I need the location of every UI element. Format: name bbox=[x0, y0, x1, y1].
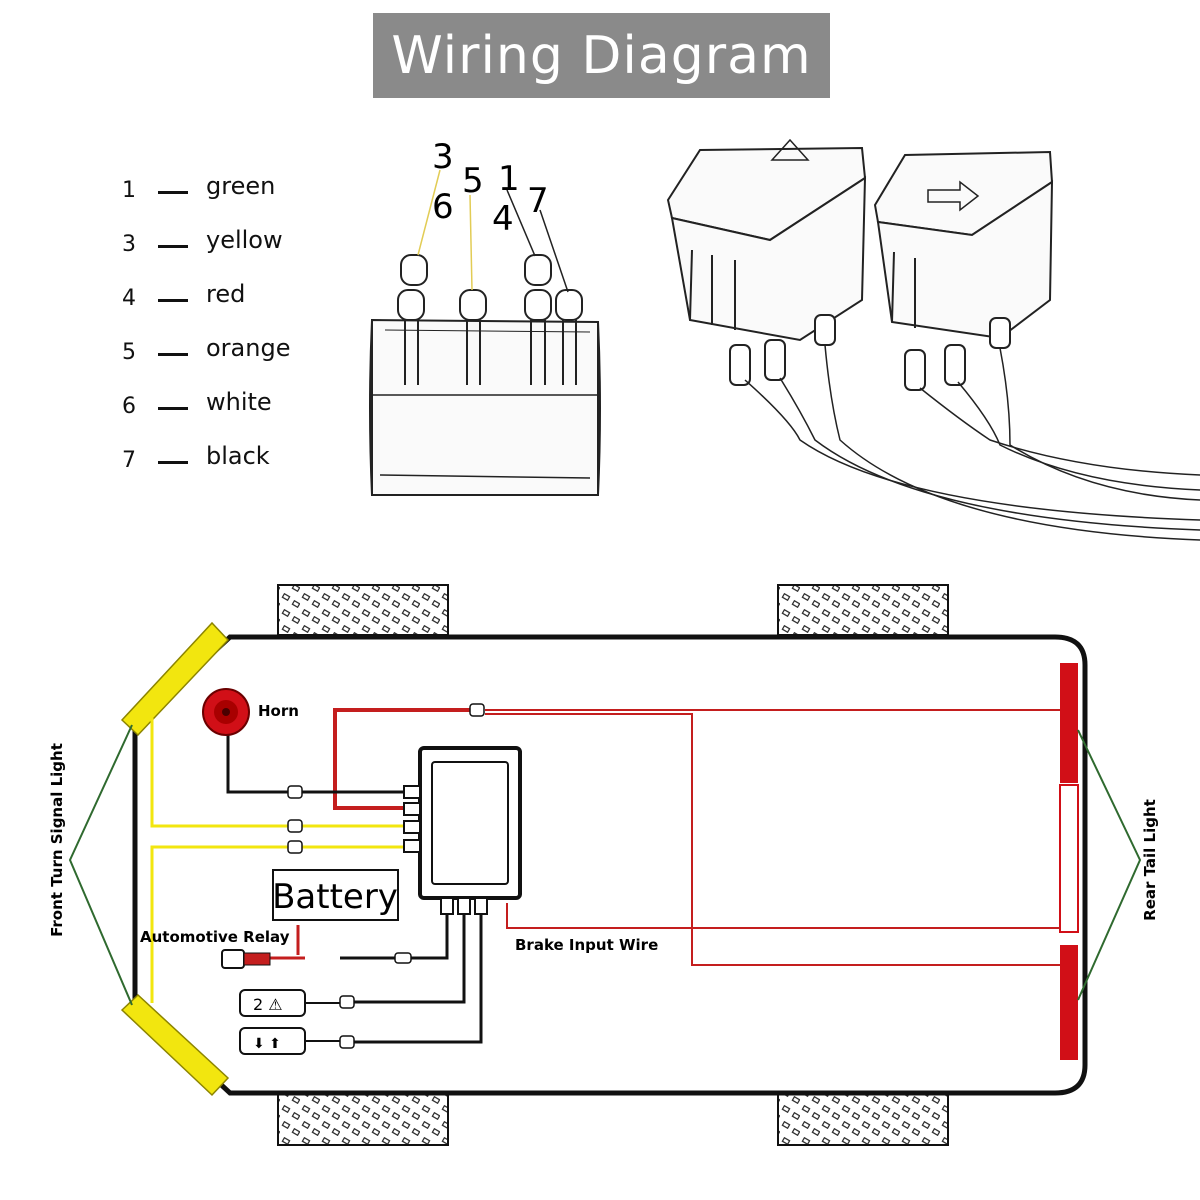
rear-light-label: Rear Tail Light bbox=[1141, 799, 1159, 921]
front-turn-light-bottom bbox=[120, 993, 230, 1097]
horn-label: Horn bbox=[258, 702, 299, 720]
legend-dash bbox=[158, 353, 188, 356]
legend-dash bbox=[158, 245, 188, 248]
legend-color-name: red bbox=[206, 280, 246, 308]
legend-color-name: yellow bbox=[206, 226, 283, 254]
front-turn-light-top bbox=[120, 621, 230, 737]
legend-number: 4 bbox=[122, 286, 136, 311]
legend-row: 3 yellow bbox=[122, 224, 342, 260]
legend-dash bbox=[158, 191, 188, 194]
turn-switch-icon: ⬇ ⬆ bbox=[253, 1036, 281, 1052]
pin-label: 4 bbox=[492, 199, 514, 239]
power-wires bbox=[333, 708, 1060, 966]
pin-label: 3 bbox=[432, 137, 454, 177]
pin-label: 1 bbox=[498, 159, 520, 199]
rear-light-middle bbox=[1059, 784, 1079, 933]
tire-rear-bottom bbox=[777, 1092, 949, 1146]
legend-row: 6 white bbox=[122, 386, 342, 422]
horn-icon bbox=[202, 688, 250, 736]
legend-row: 1 green bbox=[122, 170, 342, 206]
switch-pin-diagram bbox=[369, 169, 601, 496]
legend-row: 4 red bbox=[122, 278, 342, 314]
legend-number: 5 bbox=[122, 340, 136, 365]
tire-rear-top bbox=[777, 584, 949, 636]
relay-label: Automotive Relay bbox=[140, 928, 290, 946]
legend-number: 3 bbox=[122, 232, 136, 257]
relay-icon bbox=[221, 949, 271, 969]
flasher-control-module bbox=[403, 746, 522, 915]
diagram-title: Wiring Diagram bbox=[373, 13, 830, 98]
battery-label: Battery bbox=[272, 877, 398, 917]
legend-color-name: green bbox=[206, 172, 276, 200]
rear-light-top bbox=[1060, 663, 1078, 783]
legend-row: 5 orange bbox=[122, 332, 342, 368]
legend-color-name: orange bbox=[206, 334, 291, 362]
vehicle-body bbox=[132, 634, 1088, 1096]
tire-front-top bbox=[277, 584, 449, 636]
pin-label: 7 bbox=[527, 181, 549, 221]
rear-light-bottom bbox=[1060, 945, 1078, 1060]
hazard-icon bbox=[770, 138, 810, 161]
legend-row: 7 black bbox=[122, 440, 342, 476]
legend-number: 1 bbox=[122, 178, 136, 203]
legend-number: 6 bbox=[122, 394, 136, 419]
legend-color-name: black bbox=[206, 442, 270, 470]
front-light-leader bbox=[68, 724, 133, 1006]
battery-box bbox=[272, 869, 399, 921]
tire-front-bottom bbox=[277, 1092, 449, 1146]
legend-color-name: white bbox=[206, 388, 272, 416]
rocker-switch-illustration bbox=[666, 146, 1200, 541]
turn-signal-wires bbox=[150, 718, 405, 1003]
brake-wire-label: Brake Input Wire bbox=[515, 936, 658, 954]
control-wires bbox=[226, 728, 483, 1044]
front-light-label: Front Turn Signal Light bbox=[48, 743, 66, 937]
rear-light-leader bbox=[1077, 729, 1142, 1001]
legend-number: 7 bbox=[122, 448, 136, 473]
wire-connectors bbox=[287, 703, 485, 1049]
arrow-icon bbox=[927, 180, 980, 212]
legend-dash bbox=[158, 461, 188, 464]
legend-dash bbox=[158, 299, 188, 302]
pin-label: 6 bbox=[432, 187, 454, 227]
pin-label: 5 bbox=[462, 161, 484, 201]
hazard-switch-box bbox=[239, 989, 340, 1017]
turn-switch-box bbox=[239, 1027, 340, 1055]
hazard-switch-icon: 2 ⚠ bbox=[253, 995, 283, 1014]
legend-dash bbox=[158, 407, 188, 410]
